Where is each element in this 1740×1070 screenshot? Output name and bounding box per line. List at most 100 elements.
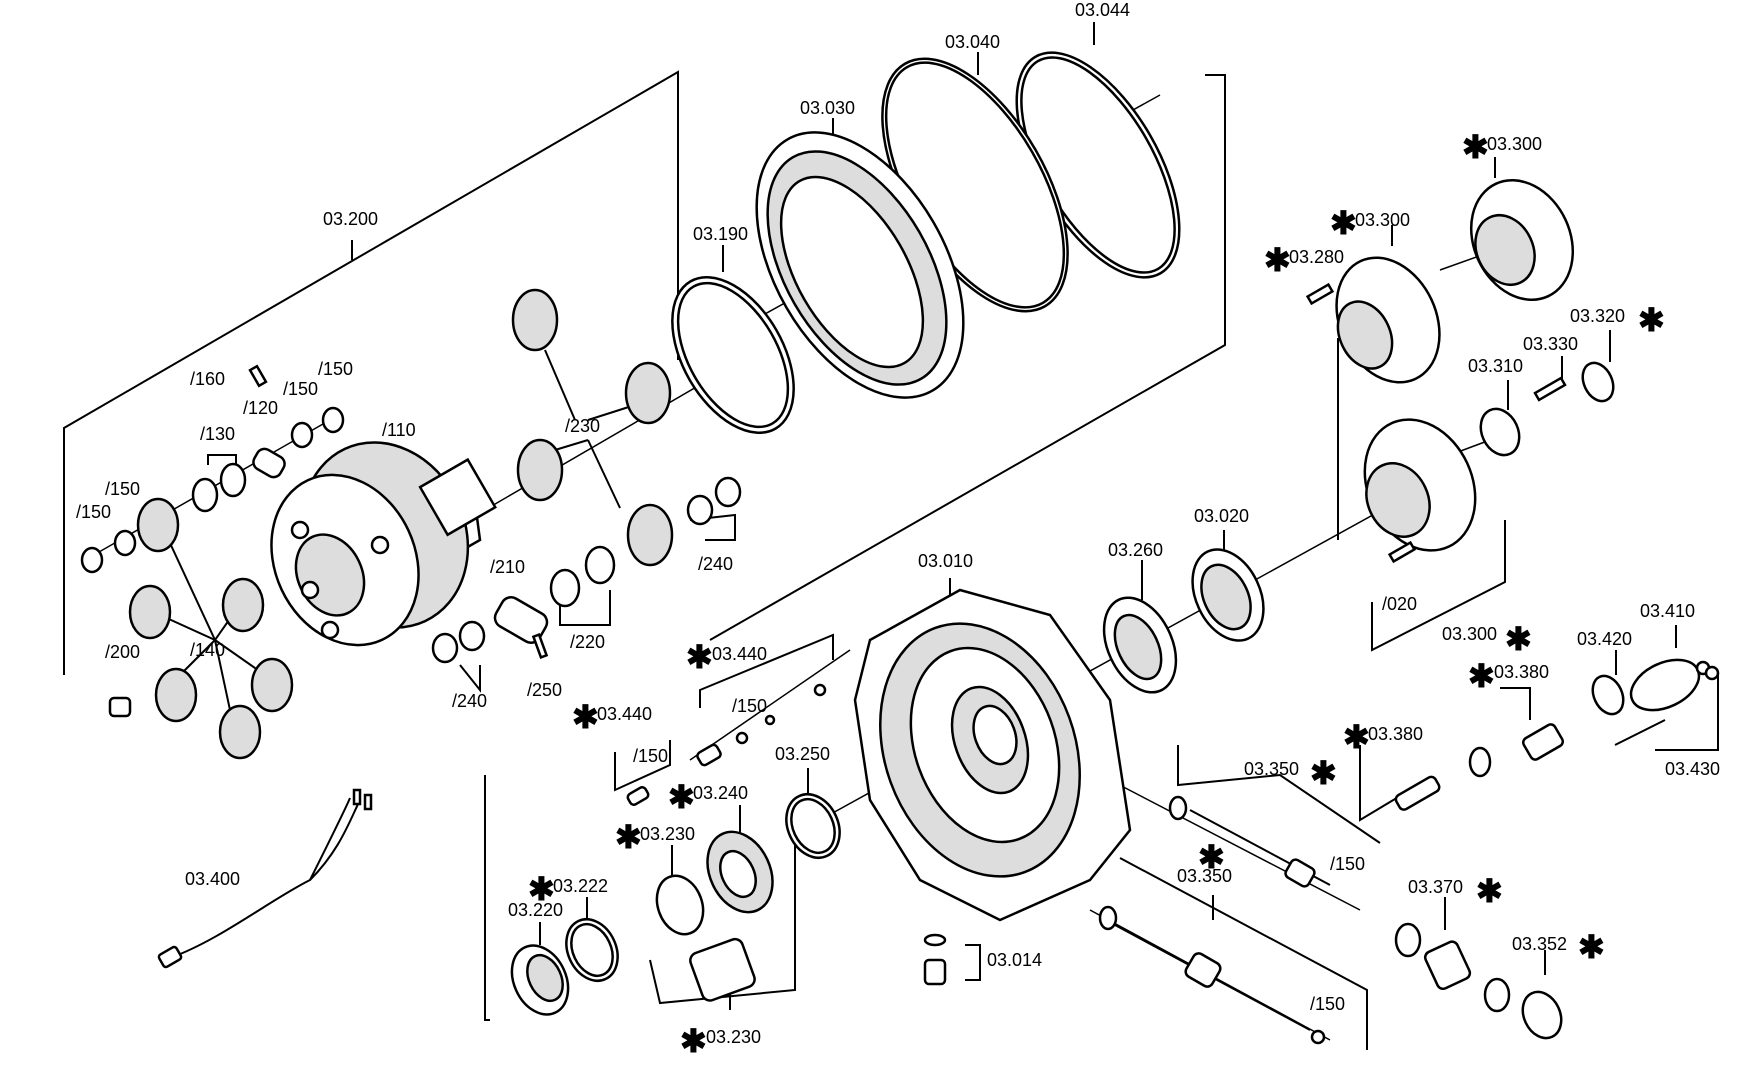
plug-03-014 [923,933,947,986]
parts-03-410-420-430 [1591,658,1720,746]
label-03-300-right: 03.300 [1487,134,1542,154]
label-240-a: /240 [698,554,733,574]
label-210: /210 [490,557,525,577]
star-03-300-left: ✱ [1330,205,1357,241]
planet-gears-140 [128,497,294,760]
label-03-380-lower: 03.380 [1368,724,1423,744]
label-03-030: 03.030 [800,98,855,118]
label-150-f: /150 [633,746,668,766]
label-110: /110 [382,420,416,440]
bearing-03-260 [1102,596,1178,694]
sun-gears-230 [511,288,674,567]
star-03-280: ✱ [1264,242,1291,278]
label-240-b: /240 [452,691,487,711]
planet-carrier-110 [270,441,497,647]
label-03-220: 03.220 [508,900,563,920]
gear-03-240 [706,830,774,914]
label-150-d: /150 [76,502,111,522]
housing-03-010 [853,588,1132,922]
label-03-280: 03.280 [1289,247,1344,267]
label-03-440-upper: 03.440 [712,644,767,664]
parts-03-440 [626,683,827,806]
star-03-222: ✱ [528,871,555,907]
star-03-230-upper: ✱ [615,819,642,855]
label-03-020: 03.020 [1194,506,1249,526]
label-03-420: 03.420 [1577,629,1632,649]
star-03-380-lower: ✱ [1343,719,1370,755]
bearing-03-220 [510,944,570,1016]
cable-03-400 [157,788,373,969]
label-03-010: 03.010 [918,551,973,571]
star-03-352: ✱ [1578,929,1605,965]
star-03-370: ✱ [1476,873,1503,909]
leader-lines [63,22,1719,1050]
star-03-320: ✱ [1638,302,1665,338]
label-03-040: 03.040 [945,32,1000,52]
star-03-350-lower: ✱ [1198,839,1225,875]
star-03-300-lower: ✱ [1505,621,1532,657]
o-ring-03-250 [785,793,841,859]
star-03-230-lower: ✱ [680,1023,707,1059]
flange-03-300-left [1305,256,1441,384]
label-03-330: 03.330 [1523,334,1578,354]
plug-03-370-352 [1394,922,1563,1040]
cover-plate-03-030 [755,131,965,399]
label-150-c: /150 [105,479,140,499]
label-230: /230 [565,416,600,436]
star-03-440-upper: ✱ [686,639,713,675]
label-150-h: /150 [1310,994,1345,1014]
sensor-03-380 [1394,723,1565,811]
label-03-380-upper: 03.380 [1494,662,1549,682]
flange-03-300-right [1469,179,1575,301]
label-03-230-lower: 03.230 [706,1027,761,1047]
label-03-400: 03.400 [185,869,240,889]
star-03-300-right: ✱ [1462,129,1489,165]
label-160: /160 [190,369,225,389]
star-03-440-lower: ✱ [572,699,599,735]
label-03-230-upper: 03.230 [640,824,695,844]
bearing-03-020 [1191,548,1265,642]
label-120: /120 [243,398,278,418]
star-03-380-upper: ✱ [1468,658,1495,694]
label-150-g: /150 [1330,854,1365,874]
small-parts-03-310-320-330 [1479,361,1615,457]
label-03-300-lower: 03.300 [1442,624,1497,644]
flange-03-300-lower [1363,418,1477,564]
label-03-310: 03.310 [1468,356,1523,376]
label-140: /140 [190,640,225,660]
star-03-240: ✱ [668,779,695,815]
label-03-222: 03.222 [553,876,608,896]
bushing-03-230 [655,874,756,1002]
label-020: /020 [1382,594,1417,614]
label-150-a: /150 [318,359,353,379]
label-150-e: /150 [732,696,767,716]
label-03-410: 03.410 [1640,601,1695,621]
seal-ring-03-044 [1015,51,1181,279]
o-ring-03-222 [565,918,619,982]
label-130: /130 [200,424,235,444]
label-03-352: 03.352 [1512,934,1567,954]
label-03-250: 03.250 [775,744,830,764]
label-03-320: 03.320 [1570,306,1625,326]
small-parts-carrier [80,364,742,718]
label-03-260: 03.260 [1108,540,1163,560]
label-03-200: 03.200 [323,209,378,229]
label-03-044: 03.044 [1075,0,1130,20]
label-03-430: 03.430 [1665,759,1720,779]
label-03-350-upper: 03.350 [1244,759,1299,779]
label-03-300-left: 03.300 [1355,210,1410,230]
label-03-240: 03.240 [693,783,748,803]
shafts-03-350 [1098,795,1331,1045]
label-03-190: 03.190 [693,224,748,244]
label-200: /200 [105,642,140,662]
o-ring-03-190 [671,276,795,434]
label-03-440-lower: 03.440 [597,704,652,724]
part-labels: 03.044 03.040 03.030 03.200 03.190 /160 … [76,0,1720,1059]
label-150-b: /150 [283,379,318,399]
star-03-350-upper: ✱ [1310,755,1337,791]
label-03-014: 03.014 [987,950,1042,970]
label-03-370: 03.370 [1408,877,1463,897]
label-250: /250 [527,680,562,700]
label-03-350-lower: 03.350 [1177,866,1232,886]
